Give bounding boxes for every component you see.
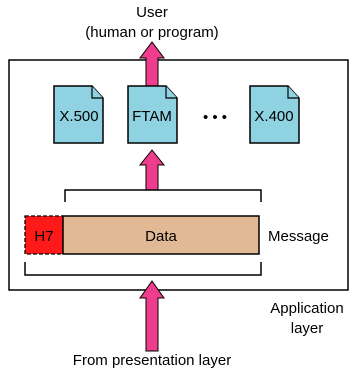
user-label-subtitle: (human or program) (85, 24, 218, 41)
document-fold (165, 86, 177, 99)
document-icon (249, 85, 300, 144)
service-label-x400: X.400 (254, 108, 293, 125)
service-doc-x400: X.400 (249, 85, 300, 144)
presentation-layer-label: From presentation layer (73, 352, 231, 369)
arrow-from-presentation (139, 280, 165, 352)
document-icon (127, 85, 178, 144)
user-label: User (136, 4, 168, 21)
document-fold (287, 86, 299, 99)
header-h7 (24, 215, 64, 255)
layer-label: Application (270, 300, 343, 317)
arrow-to-ftam (138, 149, 166, 191)
header-label: H7 (34, 228, 53, 245)
message-upper-bracket (64, 189, 262, 202)
data-label: Data (145, 228, 177, 245)
service-label-x500: X.500 (59, 108, 98, 125)
service-doc-x500: X.500 (53, 85, 104, 144)
layer-label-sub: layer (291, 320, 324, 337)
message-lower-bracket (24, 262, 262, 276)
data-block (62, 215, 260, 255)
arrow-to-user (139, 41, 165, 87)
document-fold (91, 86, 103, 99)
service-doc-ftam: FTAM (127, 85, 178, 144)
ellipsis: • • • (203, 109, 227, 126)
document-icon (53, 85, 104, 144)
message-label: Message (268, 228, 329, 245)
service-label-ftam: FTAM (132, 108, 172, 125)
